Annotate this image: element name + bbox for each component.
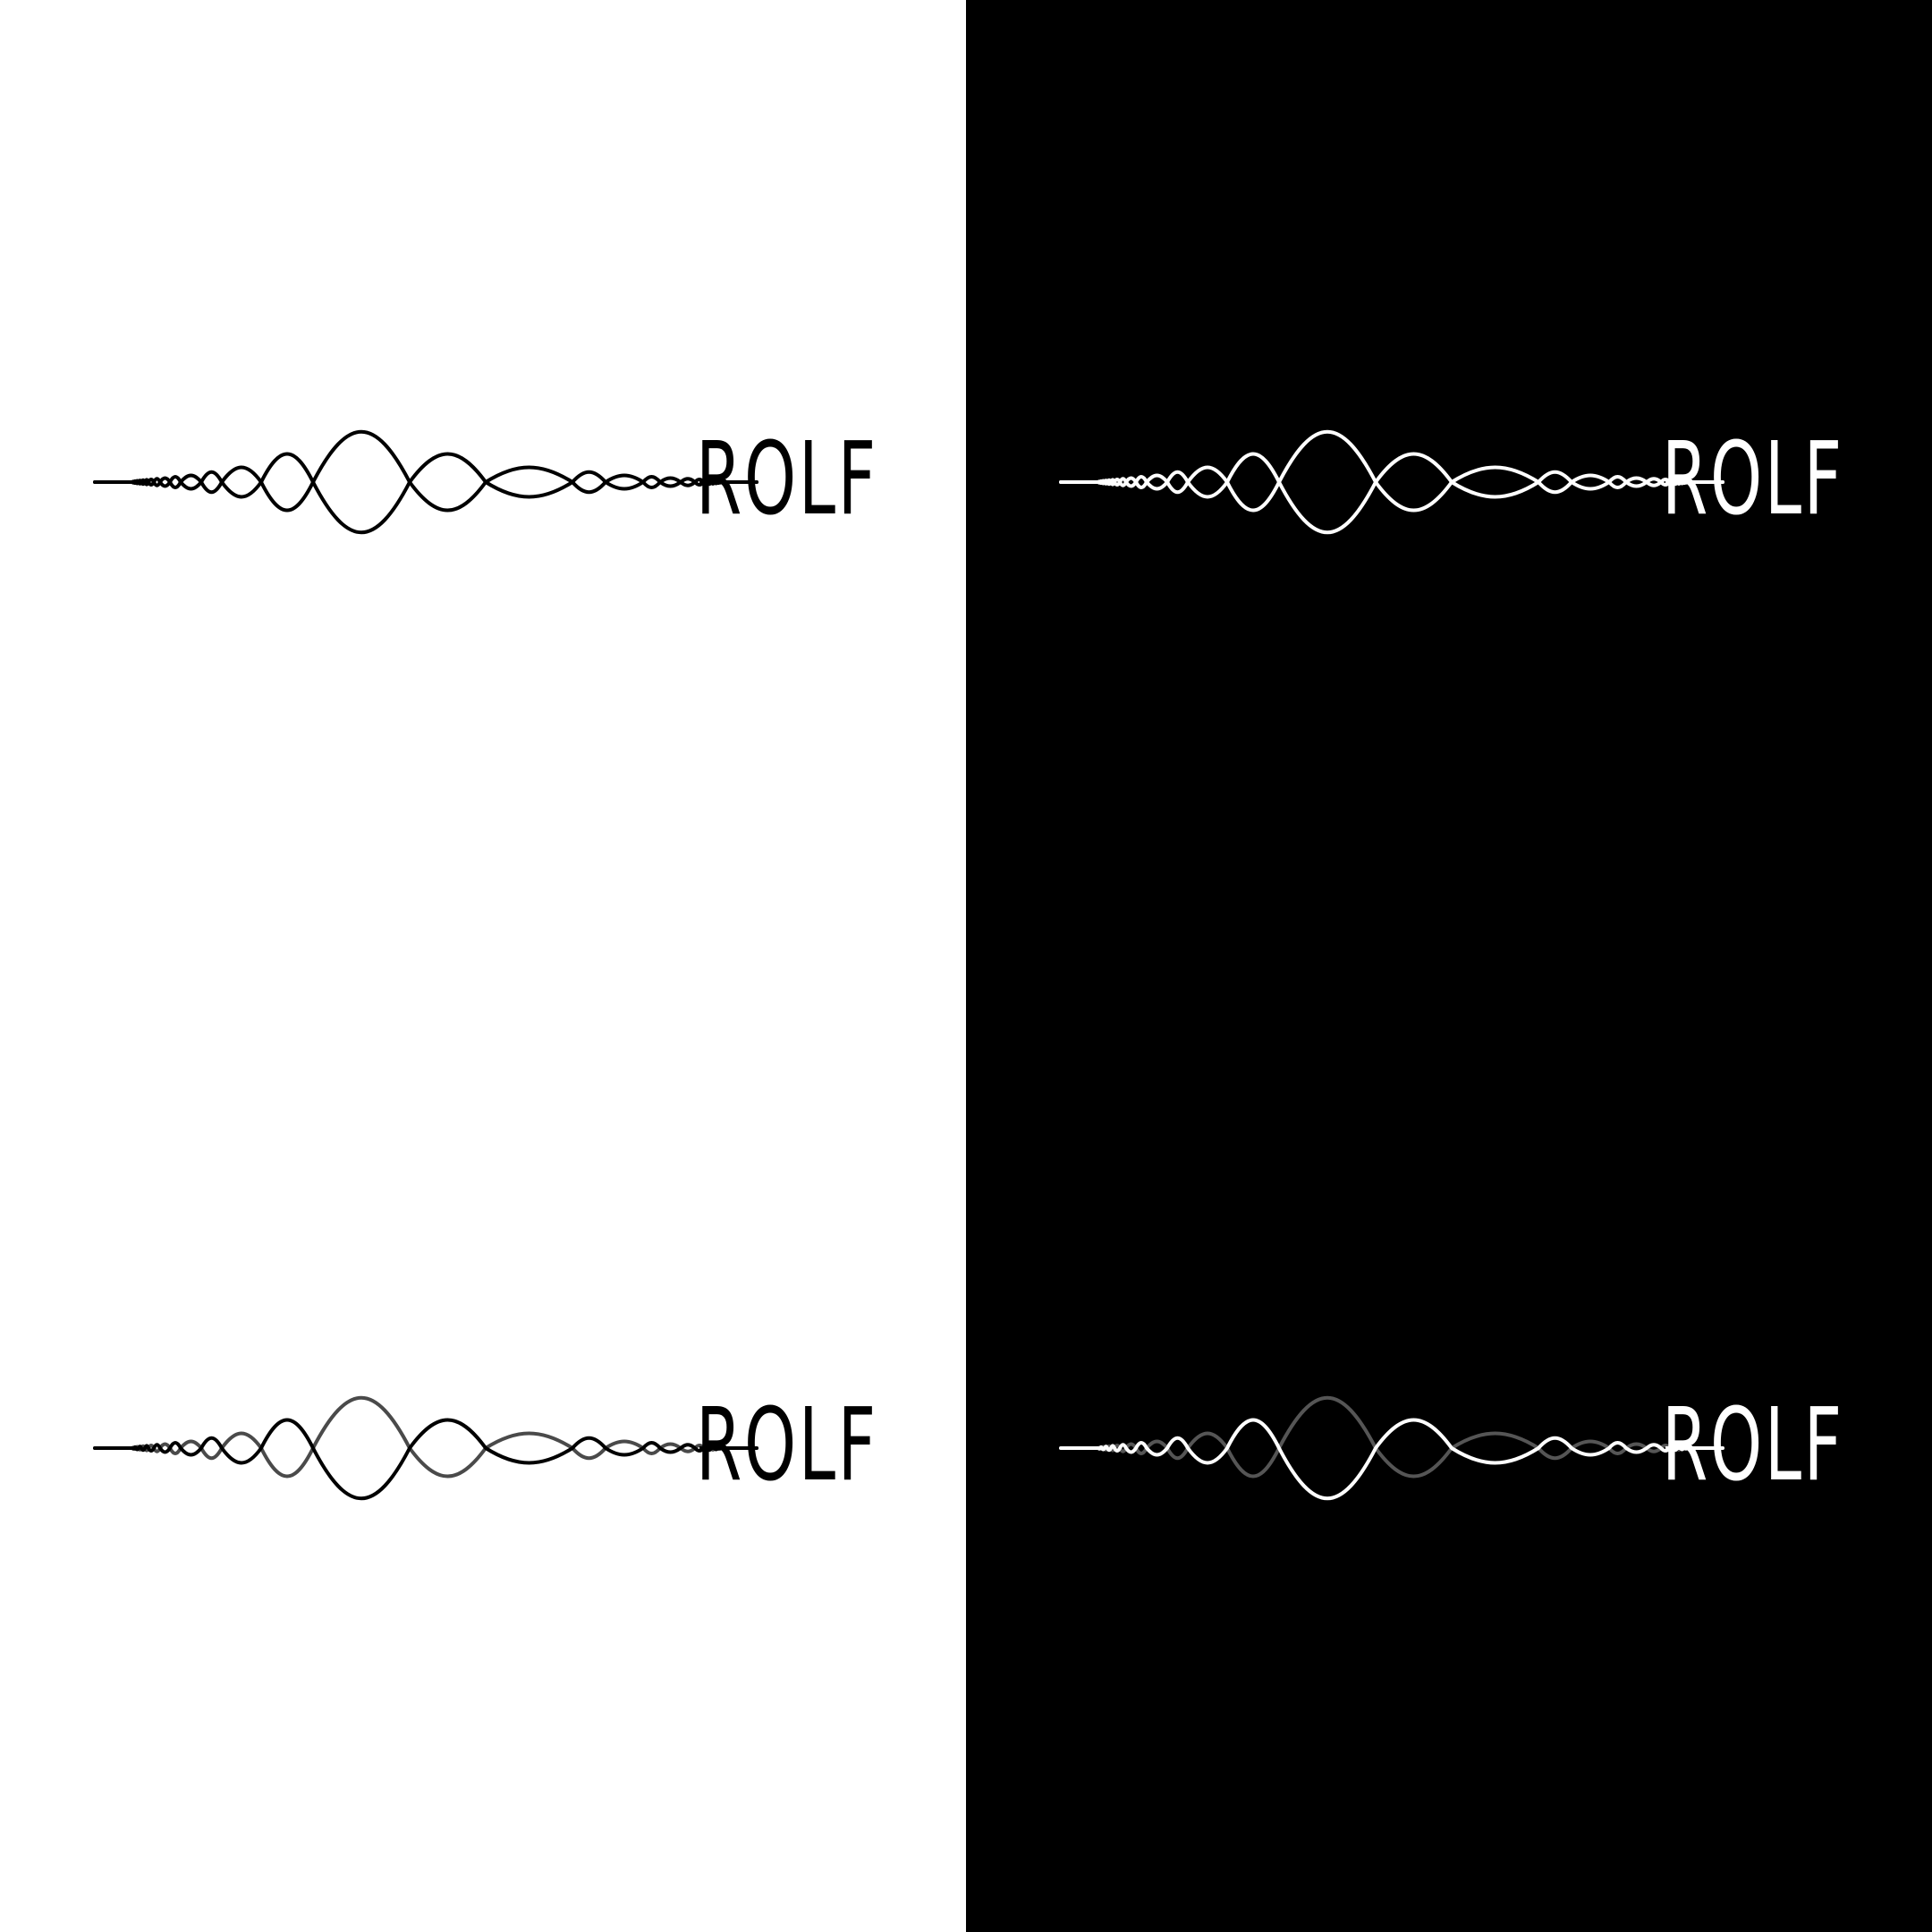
wave-mark-icon <box>1059 430 1724 534</box>
wave-mark-icon <box>93 430 758 534</box>
logo-dark-two-tone: ROLF <box>1059 1370 1848 1531</box>
wave-strand-primary <box>1059 1418 1724 1500</box>
light-panel <box>0 0 966 1932</box>
wordmark: ROLF <box>1662 421 1844 538</box>
wave-strand-secondary <box>1059 1396 1724 1479</box>
wave-mark-icon <box>1059 1396 1724 1500</box>
logo-light-two-tone: ROLF <box>93 1370 882 1531</box>
logo-dark-solid: ROLF <box>1059 404 1848 565</box>
dark-panel <box>966 0 1932 1932</box>
wordmark: ROLF <box>1662 1387 1844 1504</box>
wave-strand-secondary <box>1059 430 1724 513</box>
wordmark: ROLF <box>696 1387 878 1504</box>
wave-strand-primary <box>1059 452 1724 534</box>
wave-strand-secondary <box>93 1396 758 1479</box>
wave-strand-secondary <box>93 430 758 513</box>
logo-light-solid: ROLF <box>93 404 882 565</box>
wave-mark-icon <box>93 1396 758 1500</box>
wordmark: ROLF <box>696 421 878 538</box>
wave-strand-primary <box>93 1418 758 1500</box>
wave-strand-primary <box>93 452 758 534</box>
